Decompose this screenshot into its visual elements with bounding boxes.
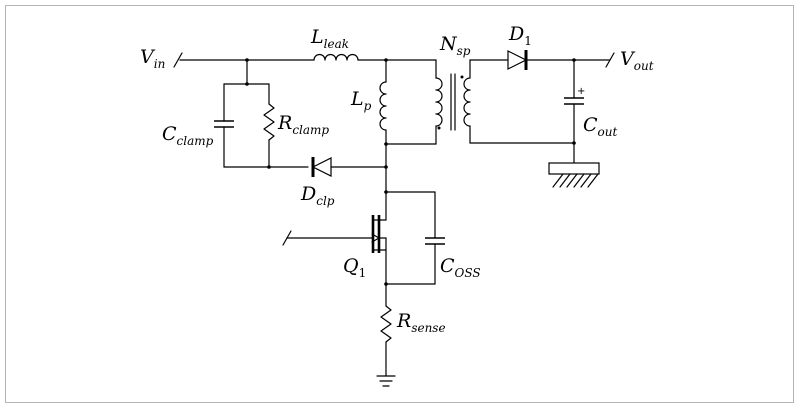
junction-dot xyxy=(267,165,271,169)
secondary-ground-symbol xyxy=(548,162,600,188)
transformer-primary-winding xyxy=(435,77,443,127)
vout-label: Vout xyxy=(620,48,654,73)
d1-diode xyxy=(507,50,528,70)
secondary-polarity-dot xyxy=(460,75,464,79)
primary-polarity-dot xyxy=(437,126,441,130)
cout-polarity-mark: + xyxy=(577,86,585,97)
lleak-label: Lleak xyxy=(310,26,349,51)
lp-label: Lp xyxy=(350,88,372,113)
diagram-frame xyxy=(5,5,794,403)
vin-label: Vin xyxy=(140,46,165,71)
junction-dot xyxy=(245,82,249,86)
q1-label: Q1 xyxy=(343,255,366,280)
vin-terminal-tick xyxy=(173,52,183,68)
dclp-diode xyxy=(311,157,332,177)
rclamp-label: Rclamp xyxy=(277,112,329,137)
dclp-label: Dclp xyxy=(300,183,335,208)
coss-label: COSS xyxy=(440,255,481,280)
rclamp-resistor xyxy=(263,103,275,141)
nsp-label: Nsp xyxy=(439,33,471,58)
junction-dot xyxy=(572,141,576,145)
rsense-resistor xyxy=(380,305,392,343)
gate-terminal-tick xyxy=(282,230,292,246)
transformer-secondary-winding xyxy=(463,77,471,127)
rsense-label: Rsense xyxy=(396,310,446,335)
lleak-inductor xyxy=(313,53,359,61)
cclamp-label: Cclamp xyxy=(162,123,214,148)
primary-ground-symbol xyxy=(376,375,396,387)
input-rail xyxy=(173,52,315,68)
lp-inductor xyxy=(379,81,387,131)
d1-label: D1 xyxy=(508,23,532,48)
q1-mosfet xyxy=(371,191,387,285)
vout-terminal-tick xyxy=(605,52,615,68)
cout-label: Cout xyxy=(583,114,618,139)
